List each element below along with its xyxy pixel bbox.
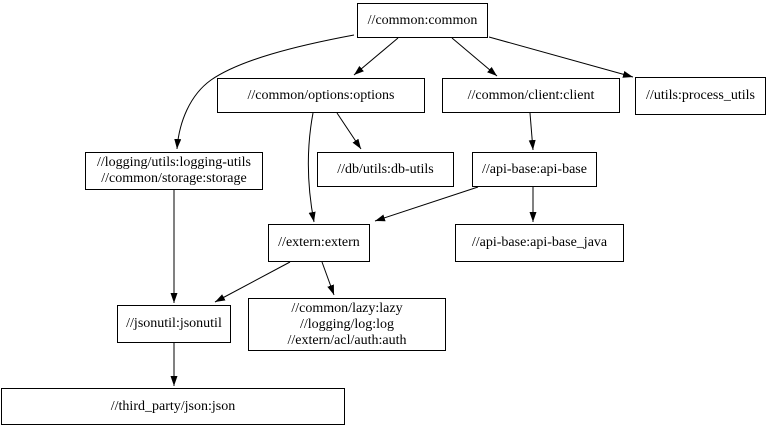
node-common-label: //common:common (367, 12, 478, 28)
node-db-utils: //db/utils:db-utils (317, 152, 454, 187)
node-extern-acl-auth-line: //extern/acl/auth:auth (287, 332, 407, 348)
node-extern: //extern:extern (268, 224, 370, 262)
edge-options-to-extern-arrow (307, 112, 316, 223)
edge-common-to-process-utils-arrow (488, 36, 634, 78)
node-common-lazy-line: //common/lazy:lazy (291, 300, 403, 316)
node-common-client-label: //common/client:client (467, 87, 595, 103)
edge-extern-to-lazy-log-auth-arrow (321, 261, 335, 296)
node-third-party-json-label: //third_party/json:json (110, 398, 236, 414)
edge-client-to-api-base-arrow (528, 112, 536, 151)
node-jsonutil-label: //jsonutil:jsonutil (126, 316, 222, 331)
node-db-utils-label: //db/utils:db-utils (337, 161, 434, 177)
node-common-client: //common/client:client (442, 78, 620, 113)
node-utils-process-utils-label: //utils:process_utils (646, 88, 755, 103)
node-api-base-java: //api-base:api-base_java (455, 224, 624, 262)
edge-options-to-db-utils-arrow (336, 112, 362, 150)
node-lazy-log-auth: //common/lazy:lazy //logging/log:log //e… (248, 298, 446, 351)
node-extern-label: //extern:extern (278, 235, 360, 250)
node-logging-utils-storage: //logging/utils:logging-utils //common/s… (85, 152, 263, 190)
node-api-base-java-label: //api-base:api-base_java (471, 235, 608, 250)
edge-common-to-client-arrow (451, 37, 498, 77)
node-jsonutil: //jsonutil:jsonutil (117, 305, 231, 343)
node-api-base-label: //api-base:api-base (482, 161, 587, 177)
edge-api-base-to-extern-arrow (374, 186, 479, 222)
edge-common-to-options-arrow (353, 37, 399, 76)
node-common-storage-line: //common/storage:storage (101, 171, 247, 186)
node-third-party-json: //third_party/json:json (1, 388, 345, 425)
edge-extern-to-jsonutil-arrow (214, 261, 291, 303)
node-common: //common:common (357, 3, 488, 38)
edge-common-to-logging-storage-arrow (174, 34, 355, 150)
node-utils-process-utils: //utils:process_utils (635, 77, 766, 115)
node-logging-utils-line: //logging/utils:logging-utils (96, 155, 251, 170)
node-logging-log-line: //logging/log:log (299, 316, 395, 332)
node-common-options: //common/options:options (217, 78, 425, 113)
node-api-base: //api-base:api-base (472, 152, 597, 187)
node-common-options-label: //common/options:options (247, 87, 395, 103)
